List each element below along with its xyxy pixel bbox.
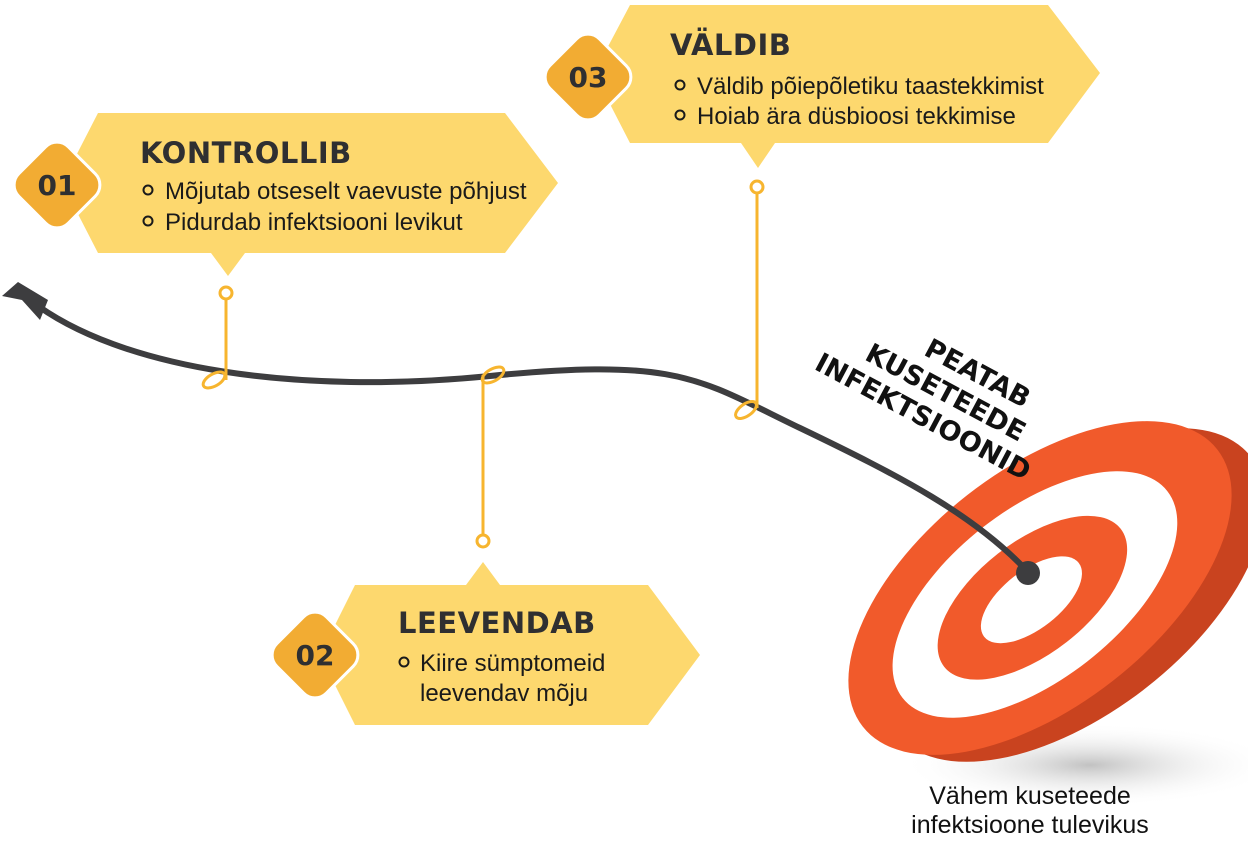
callout-02: 02 LEEVENDAB Kiire sümptomeid leevendav … (270, 562, 700, 725)
step-bullet: leevendav mõju (420, 680, 588, 707)
connector-03 (734, 179, 765, 420)
callout-01: 01 KONTROLLIB Mõjutab otseselt vaevuste … (12, 113, 558, 276)
badge-03 (543, 32, 633, 122)
step-title: KONTROLLIB (140, 136, 352, 170)
badge-01 (12, 140, 102, 230)
step-bullet: Hoiab ära düsbioosi tekkimise (697, 103, 1016, 130)
target-caption: infektsioone tulevikus (911, 811, 1149, 839)
arrow-tip (1016, 561, 1040, 585)
step-bullet: Väldib põiepõletiku taastekkimist (697, 73, 1044, 100)
connector-02 (475, 365, 506, 549)
step-title: LEEVENDAB (398, 606, 596, 640)
arrow-path (28, 297, 1031, 575)
step-number: 03 (569, 61, 608, 94)
step-number: 01 (38, 169, 77, 202)
callout-03: 03 VÄLDIB Väldib põiepõletiku taastekkim… (543, 5, 1100, 168)
target-headline: PEATAB KUSETEEDE INFEKTSIOONID (810, 333, 1036, 487)
step-number: 02 (296, 639, 335, 672)
arrow-fletching-icon (2, 282, 48, 320)
step-bullet: Pidurdab infektsiooni levikut (165, 209, 463, 236)
target-board (848, 421, 1248, 762)
step-title: VÄLDIB (670, 28, 791, 62)
target-caption: Vähem kuseteede (929, 782, 1131, 810)
step-bullet: Kiire sümptomeid (420, 650, 605, 677)
step-bullet: Mõjutab otseselt vaevuste põhjust (165, 178, 527, 205)
connector-01 (201, 285, 234, 390)
badge-02 (270, 610, 360, 700)
